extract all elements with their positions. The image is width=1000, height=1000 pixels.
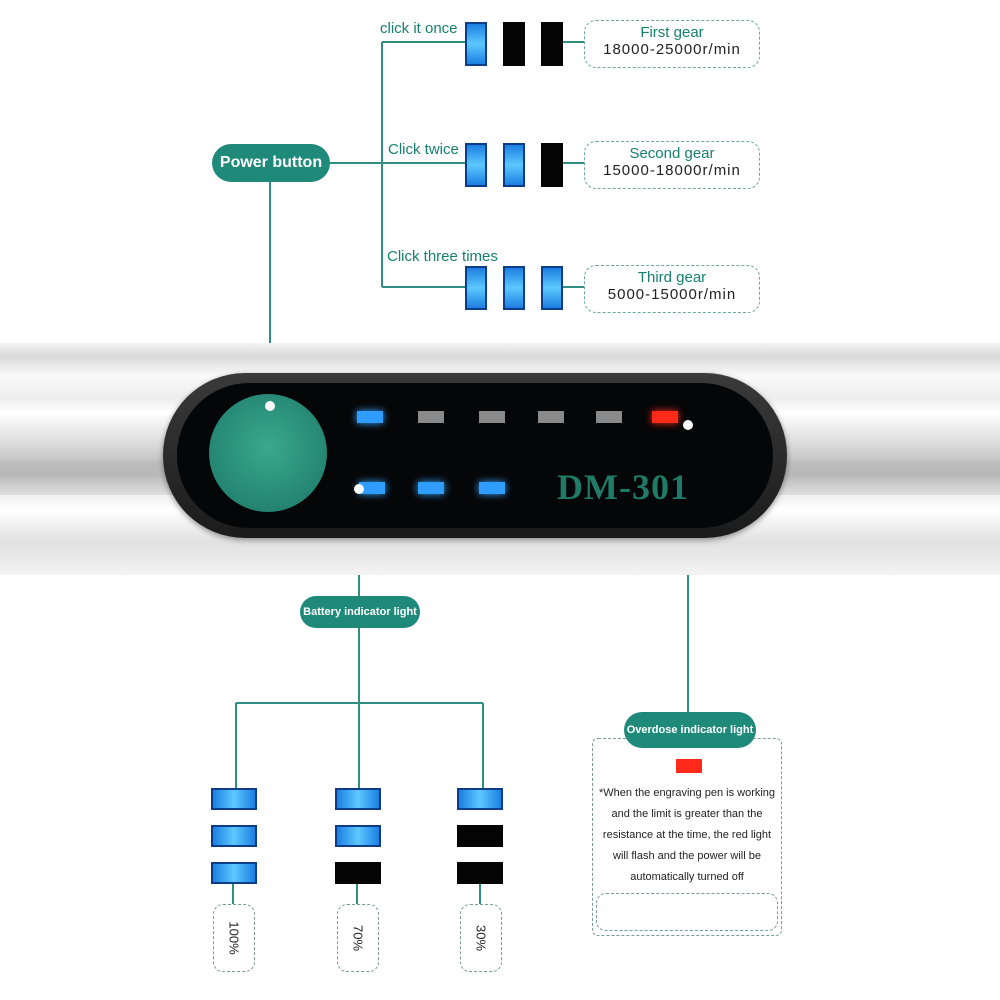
panel-led-top-4: [538, 411, 564, 423]
power-button-marker-dot: [265, 401, 275, 411]
overdose-footer-box: [596, 893, 778, 931]
overdose-note: *When the engraving pen is working and t…: [598, 787, 776, 883]
battery100-percent-box: 100%: [213, 904, 255, 972]
battery70-led-2: [335, 825, 381, 847]
gear2-led-2: [503, 143, 525, 187]
gear-name-first: First gear: [640, 24, 704, 41]
power-button-label: Power button: [212, 144, 330, 182]
gear3-led-2: [503, 266, 525, 310]
gear1-led-2: [503, 22, 525, 66]
gear-range-first: 18000-25000r/min: [603, 41, 741, 58]
battery100-led-1: [211, 788, 257, 810]
gear-box-second: Second gear 15000-18000r/min: [584, 141, 760, 189]
gear3-led-3: [541, 266, 563, 310]
gear-box-first: First gear 18000-25000r/min: [584, 20, 760, 68]
panel-led-top-5: [596, 411, 622, 423]
overdose-box: *When the engraving pen is working and t…: [592, 738, 782, 936]
battery100-led-2: [211, 825, 257, 847]
power-button[interactable]: [209, 394, 327, 512]
gear2-led-1: [465, 143, 487, 187]
gear2-led-3: [541, 143, 563, 187]
battery30-percent: 30%: [473, 924, 489, 952]
battery100-led-3: [211, 862, 257, 884]
click-label-twice: Click twice: [388, 141, 459, 158]
overdose-indicator-label: Overdose indicator light: [624, 712, 756, 748]
overdose-marker-dot: [683, 420, 693, 430]
battery-marker-dot: [354, 484, 364, 494]
gear-name-second: Second gear: [629, 145, 715, 162]
battery30-led-1: [457, 788, 503, 810]
panel-led-bottom-3: [479, 482, 505, 494]
gear-range-third: 5000-15000r/min: [607, 286, 737, 303]
gear3-led-1: [465, 266, 487, 310]
gear-range-second: 15000-18000r/min: [603, 162, 741, 179]
battery70-led-1: [335, 788, 381, 810]
battery-indicator-label: Battery indicator light: [300, 596, 420, 628]
panel-led-top-1: [357, 411, 383, 423]
gear-name-third: Third gear: [637, 269, 707, 286]
gear-box-third: Third gear 5000-15000r/min: [584, 265, 760, 313]
panel-led-top-2: [418, 411, 444, 423]
battery30-led-2: [457, 825, 503, 847]
overdose-red-led: [676, 759, 702, 773]
click-label-three: Click three times: [387, 248, 498, 265]
panel-led-overdose: [652, 411, 678, 423]
battery100-percent: 100%: [226, 921, 242, 955]
gear1-led-3: [541, 22, 563, 66]
gear1-led-1: [465, 22, 487, 66]
battery70-led-3: [335, 862, 381, 884]
model-label: DM-301: [557, 467, 689, 507]
battery30-led-3: [457, 862, 503, 884]
panel-led-bottom-2: [418, 482, 444, 494]
click-label-once: click it once: [380, 20, 458, 37]
panel-led-bottom-1: [359, 482, 385, 494]
battery30-percent-box: 30%: [460, 904, 502, 972]
battery70-percent-box: 70%: [337, 904, 379, 972]
panel-led-top-3: [479, 411, 505, 423]
battery70-percent: 70%: [350, 924, 366, 952]
